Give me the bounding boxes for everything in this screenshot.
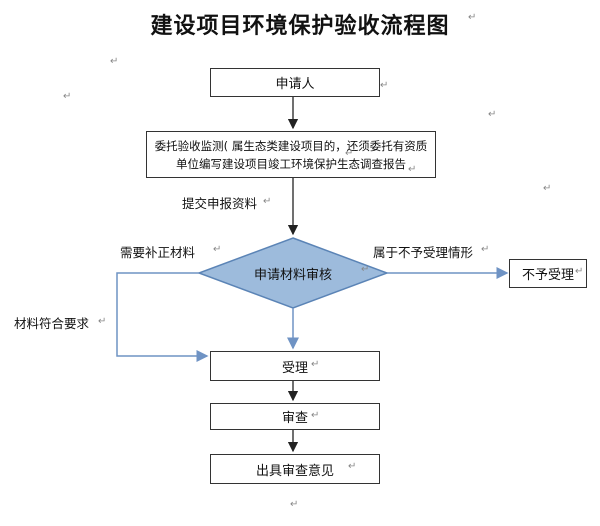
examine-label: 审查 [281, 411, 308, 426]
paragraph-mark: ↵ [98, 316, 107, 327]
commission-line-1: 委托验收监测( 属生态类建设项目的，还须委托有资质 [154, 138, 428, 153]
reject-label: 不予受理 [521, 268, 574, 283]
paragraph-mark: ↵ [110, 56, 119, 67]
paragraph-mark: ↵ [213, 244, 222, 255]
paragraph-mark: ↵ [575, 266, 584, 277]
accept-label: 受理 [281, 360, 308, 376]
need-supplement-label: 需要补正材料 [120, 245, 196, 260]
paragraph-mark: ↵ [543, 183, 552, 194]
page-title: 建设项目环境保护验收流程图 [150, 14, 450, 39]
arrow-supplement-loop [116, 272, 209, 362]
applicant-label: 申请人 [275, 77, 315, 92]
paragraph-mark: ↵ [380, 80, 389, 91]
paragraph-mark: ↵ [345, 148, 354, 159]
accept-box: 受理 [210, 351, 380, 381]
opinion-box: 出具审查意见 [210, 454, 380, 484]
paragraph-mark: ↵ [63, 91, 72, 102]
belongs-reject-label: 属于不予受理情形 [373, 245, 474, 260]
opinion-label: 出具审查意见 [255, 463, 334, 479]
commission-box: 委托验收监测( 属生态类建设项目的，还须委托有资质 单位编写建设项目竣工环境保护… [146, 131, 436, 178]
paragraph-mark: ↵ [468, 12, 477, 23]
applicant-box: 申请人 [210, 68, 380, 97]
examine-box: 审查 [210, 403, 380, 430]
reject-box: 不予受理 [509, 259, 587, 288]
paragraph-mark: ↵ [488, 109, 497, 120]
meets-requirements-label: 材料符合要求 [14, 316, 90, 331]
paragraph-mark: ↵ [408, 164, 417, 175]
paragraph-mark: ↵ [263, 196, 272, 207]
paragraph-mark: ↵ [311, 359, 320, 370]
paragraph-mark: ↵ [348, 461, 357, 472]
paragraph-mark: ↵ [311, 410, 320, 421]
paragraph-mark: ↵ [361, 264, 370, 275]
submit-label: 提交申报资料 [182, 196, 258, 211]
review-materials-label: 申请材料审核 [253, 268, 332, 283]
paragraph-mark: ↵ [290, 499, 299, 510]
paragraph-mark: ↵ [481, 244, 490, 255]
commission-line-2: 单位编写建设项目竣工环境保护生态调查报告 [176, 156, 406, 171]
